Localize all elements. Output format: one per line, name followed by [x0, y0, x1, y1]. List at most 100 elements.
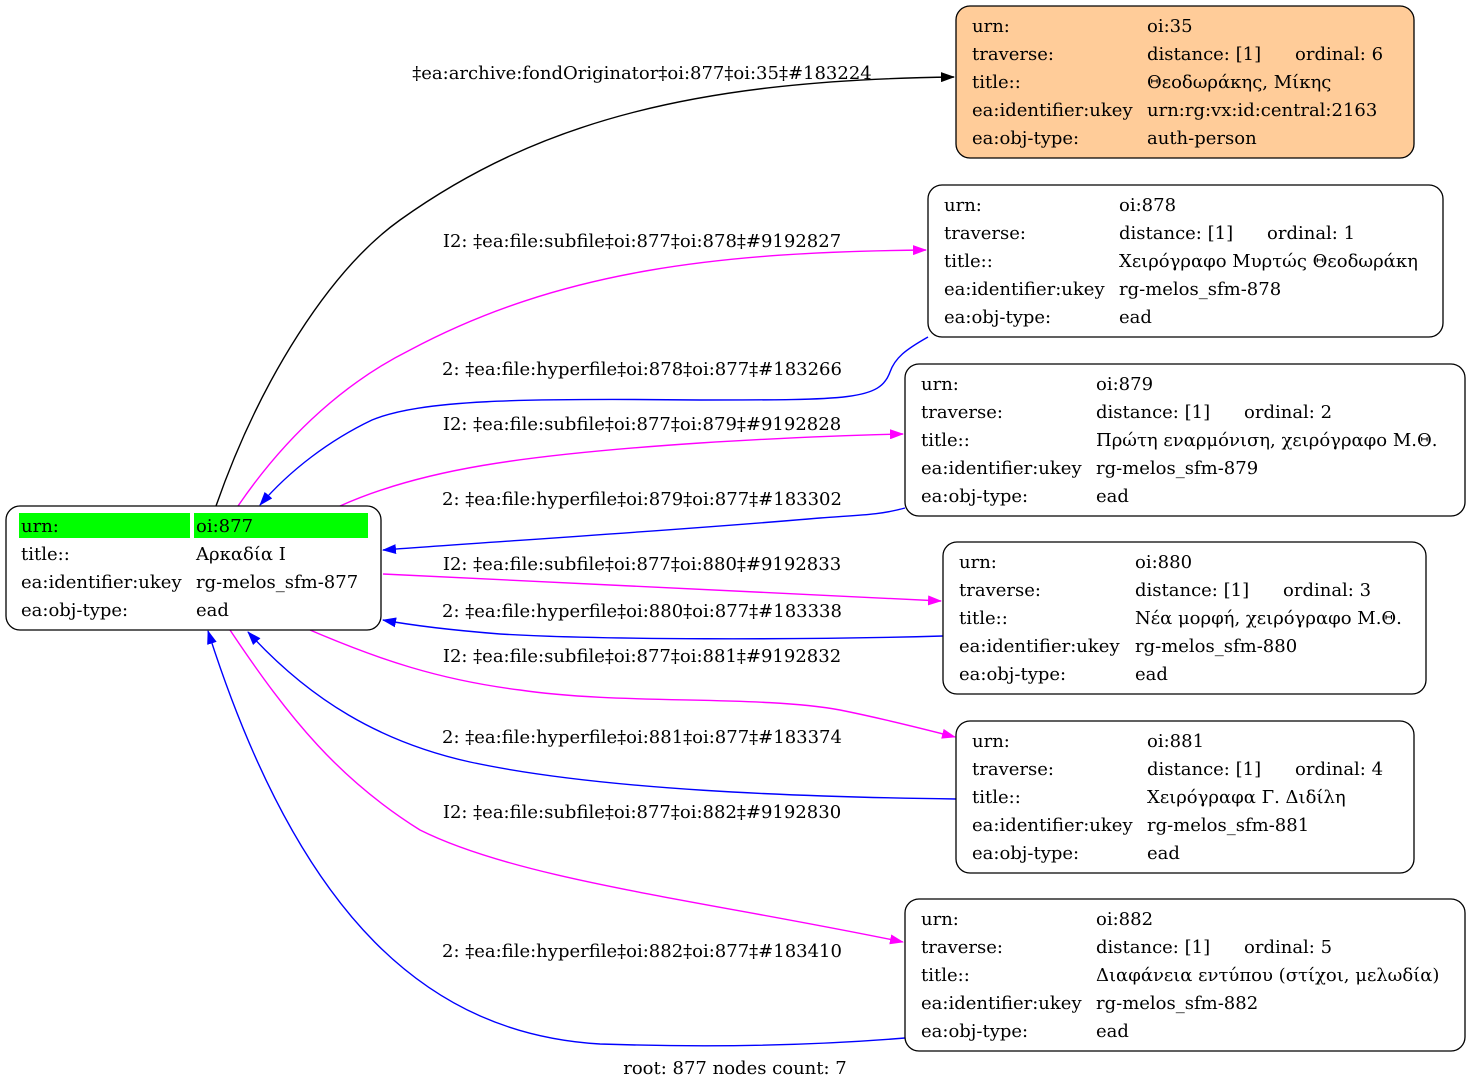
node-879[interactable]: urn: oi:879 traverse: distance: [1] ordinal:… — [904, 363, 1466, 517]
node-field-key: title:: — [959, 608, 1008, 629]
node-field-value: rg-melos_sfm-877 — [196, 572, 358, 593]
node-field-value: distance: [1] — [1147, 759, 1261, 780]
node-field-value: Διαφάνεια εντύπου (στίχοι, μελωδία) — [1096, 965, 1439, 986]
node-field-key: urn: — [972, 731, 1010, 752]
edge-label-hyperfile-881-to-877: 2: ‡ea:file:hyperfile‡oi:881‡oi:877‡#183… — [442, 727, 842, 748]
node-field-key: ea:obj-type: — [972, 128, 1079, 149]
edges-layer — [207, 72, 957, 1047]
node-field-ordinal: ordinal: 6 — [1295, 44, 1383, 65]
node-field-value: Πρώτη εναρμόνιση, χειρόγραφο Μ.Θ. — [1096, 430, 1437, 451]
node-box — [955, 720, 1415, 874]
node-field-key: title:: — [972, 787, 1021, 808]
node-field-value: Χειρόγραφο Μυρτώς Θεοδωράκη — [1119, 251, 1418, 272]
node-field-value: Αρκαδία Ι — [195, 544, 286, 565]
node-field-value: Χειρόγραφα Γ. Διδίλη — [1147, 787, 1346, 808]
node-field-key: urn: — [921, 374, 959, 395]
edge-label-subfile-877-to-878: I2: ‡ea:file:subfile‡oi:877‡oi:878‡#9192… — [443, 231, 841, 252]
node-field-ordinal: ordinal: 2 — [1244, 402, 1332, 423]
edge-label-hyperfile-878-to-877: 2: ‡ea:file:hyperfile‡oi:878‡oi:877‡#183… — [442, 359, 842, 380]
edge-subfile-877-to-882[interactable] — [229, 629, 904, 945]
edge-label-origin-877-to-35: ‡ea:archive:fondOriginator‡oi:877‡oi:35‡… — [412, 63, 871, 84]
node-field-key: traverse: — [959, 580, 1041, 601]
node-field-key: traverse: — [921, 937, 1003, 958]
node-field-key: ea:identifier:ukey — [921, 993, 1082, 1014]
node-field-key: traverse: — [944, 223, 1026, 244]
node-field-key: ea:obj-type: — [21, 600, 128, 621]
node-field-value: distance: [1] — [1119, 223, 1233, 244]
node-field-key: ea:identifier:ukey — [972, 815, 1133, 836]
node-field-value: ead — [1135, 664, 1168, 685]
edge-labels-layer: ‡ea:archive:fondOriginator‡oi:877‡oi:35‡… — [412, 63, 871, 962]
node-field-key: ea:identifier:ukey — [21, 572, 182, 593]
node-field-value: ead — [1119, 307, 1152, 328]
node-field-value: oi:881 — [1147, 731, 1204, 752]
edge-hyperfile-879-to-877[interactable] — [382, 507, 906, 555]
node-field-key: ea:identifier:ukey — [921, 458, 1082, 479]
node-field-key: urn: — [959, 552, 997, 573]
node-field-key: urn: — [944, 195, 982, 216]
node-field-value: Νέα μορφή, χειρόγραφο Μ.Θ. — [1135, 608, 1402, 629]
node-field-key: title:: — [21, 544, 70, 565]
node-field-value: distance: [1] — [1096, 402, 1210, 423]
edge-label-subfile-877-to-882: I2: ‡ea:file:subfile‡oi:877‡oi:882‡#9192… — [443, 802, 841, 823]
node-field-key: ea:obj-type: — [921, 486, 1028, 507]
node-field-value: rg-melos_sfm-882 — [1096, 993, 1258, 1014]
node-field-value: rg-melos_sfm-880 — [1135, 636, 1297, 657]
edge-subfile-877-to-878[interactable] — [237, 245, 927, 507]
edge-origin-877-to-35[interactable] — [215, 72, 955, 507]
edge-subfile-877-to-879[interactable] — [339, 429, 904, 507]
node-field-key: title:: — [921, 965, 970, 986]
edge-label-subfile-877-to-881: I2: ‡ea:file:subfile‡oi:877‡oi:881‡#9192… — [443, 646, 841, 667]
node-box — [904, 363, 1466, 517]
node-field-value: ead — [1096, 486, 1129, 507]
edge-hyperfile-878-to-877[interactable] — [259, 336, 929, 506]
edge-hyperfile-880-to-877[interactable] — [382, 617, 944, 640]
node-field-value: oi:882 — [1096, 909, 1153, 930]
node-field-value: distance: [1] — [1096, 937, 1210, 958]
node-field-value: rg-melos_sfm-878 — [1119, 279, 1281, 300]
node-field-value: rg-melos_sfm-881 — [1147, 815, 1309, 836]
edge-label-hyperfile-882-to-877: 2: ‡ea:file:hyperfile‡oi:882‡oi:877‡#183… — [442, 941, 842, 962]
node-field-ordinal: ordinal: 5 — [1244, 937, 1332, 958]
node-box — [904, 898, 1466, 1052]
node-field-value: rg-melos_sfm-879 — [1096, 458, 1258, 479]
edge-hyperfile-882-to-877[interactable] — [207, 630, 906, 1047]
graph-footer: root: 877 nodes count: 7 — [623, 1058, 847, 1079]
edge-subfile-877-to-881[interactable] — [309, 629, 956, 739]
node-field-value: urn:rg:vx:id:central:2163 — [1147, 100, 1377, 121]
node-field-key: traverse: — [972, 44, 1054, 65]
node-field-key: ea:identifier:ukey — [944, 279, 1105, 300]
edge-label-subfile-877-to-880: I2: ‡ea:file:subfile‡oi:877‡oi:880‡#9192… — [443, 554, 841, 575]
node-field-key: ea:obj-type: — [959, 664, 1066, 685]
node-field-value: ead — [1096, 1021, 1129, 1042]
node-box — [927, 184, 1444, 338]
node-field-value: ead — [196, 600, 229, 621]
root-highlight-value — [194, 513, 368, 538]
node-field-value: oi:879 — [1096, 374, 1153, 395]
edge-hyperfile-881-to-877[interactable] — [247, 631, 957, 800]
node-field-key: ea:identifier:ukey — [972, 100, 1133, 121]
node-box — [955, 5, 1415, 159]
node-field-key: traverse: — [921, 402, 1003, 423]
node-box — [942, 541, 1427, 695]
root-highlight-key — [19, 513, 190, 538]
node-field-key: urn: — [921, 909, 959, 930]
node-882[interactable]: urn: oi:882 traverse: distance: [1] ordinal:… — [904, 898, 1466, 1052]
node-field-value: oi:877 — [196, 516, 253, 537]
node-field-key: ea:identifier:ukey — [959, 636, 1120, 657]
node-field-value: oi:880 — [1135, 552, 1192, 573]
edge-subfile-877-to-880[interactable] — [382, 573, 942, 606]
node-field-key: urn: — [972, 16, 1010, 37]
node-field-key: title:: — [972, 72, 1021, 93]
edge-label-hyperfile-879-to-877: 2: ‡ea:file:hyperfile‡oi:879‡oi:877‡#183… — [442, 489, 842, 510]
node-field-key: traverse: — [972, 759, 1054, 780]
edge-label-hyperfile-880-to-877: 2: ‡ea:file:hyperfile‡oi:880‡oi:877‡#183… — [442, 601, 842, 622]
node-field-ordinal: ordinal: 1 — [1267, 223, 1355, 244]
